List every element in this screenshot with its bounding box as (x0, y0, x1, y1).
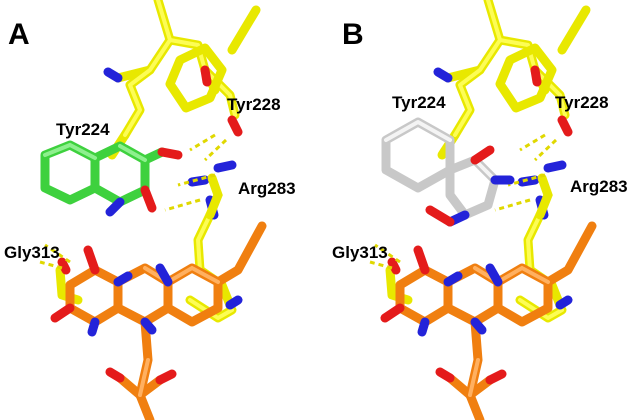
panel-a: A Tyr224 Tyr228 Arg283 Gly313 (4, 0, 296, 420)
panel-b: B Tyr224 Tyr228 Arg283 Gly313 (332, 0, 628, 420)
panel-a-label-tyr228: Tyr228 (227, 95, 281, 114)
panel-b-ligand (386, 122, 510, 222)
panel-a-label-gly313: Gly313 (4, 243, 60, 262)
panel-b-label-tyr228: Tyr228 (555, 93, 609, 112)
panel-b-label-tyr224: Tyr224 (392, 93, 446, 112)
panel-a-letter: A (8, 18, 30, 51)
panel-a-label-arg283: Arg283 (238, 179, 296, 198)
panel-a-label-tyr224: Tyr224 (56, 120, 110, 139)
panel-a-ligand (45, 145, 178, 212)
panel-b-letter: B (342, 18, 364, 51)
panel-b-label-gly313: Gly313 (332, 243, 388, 262)
panel-b-label-arg283: Arg283 (570, 177, 628, 196)
